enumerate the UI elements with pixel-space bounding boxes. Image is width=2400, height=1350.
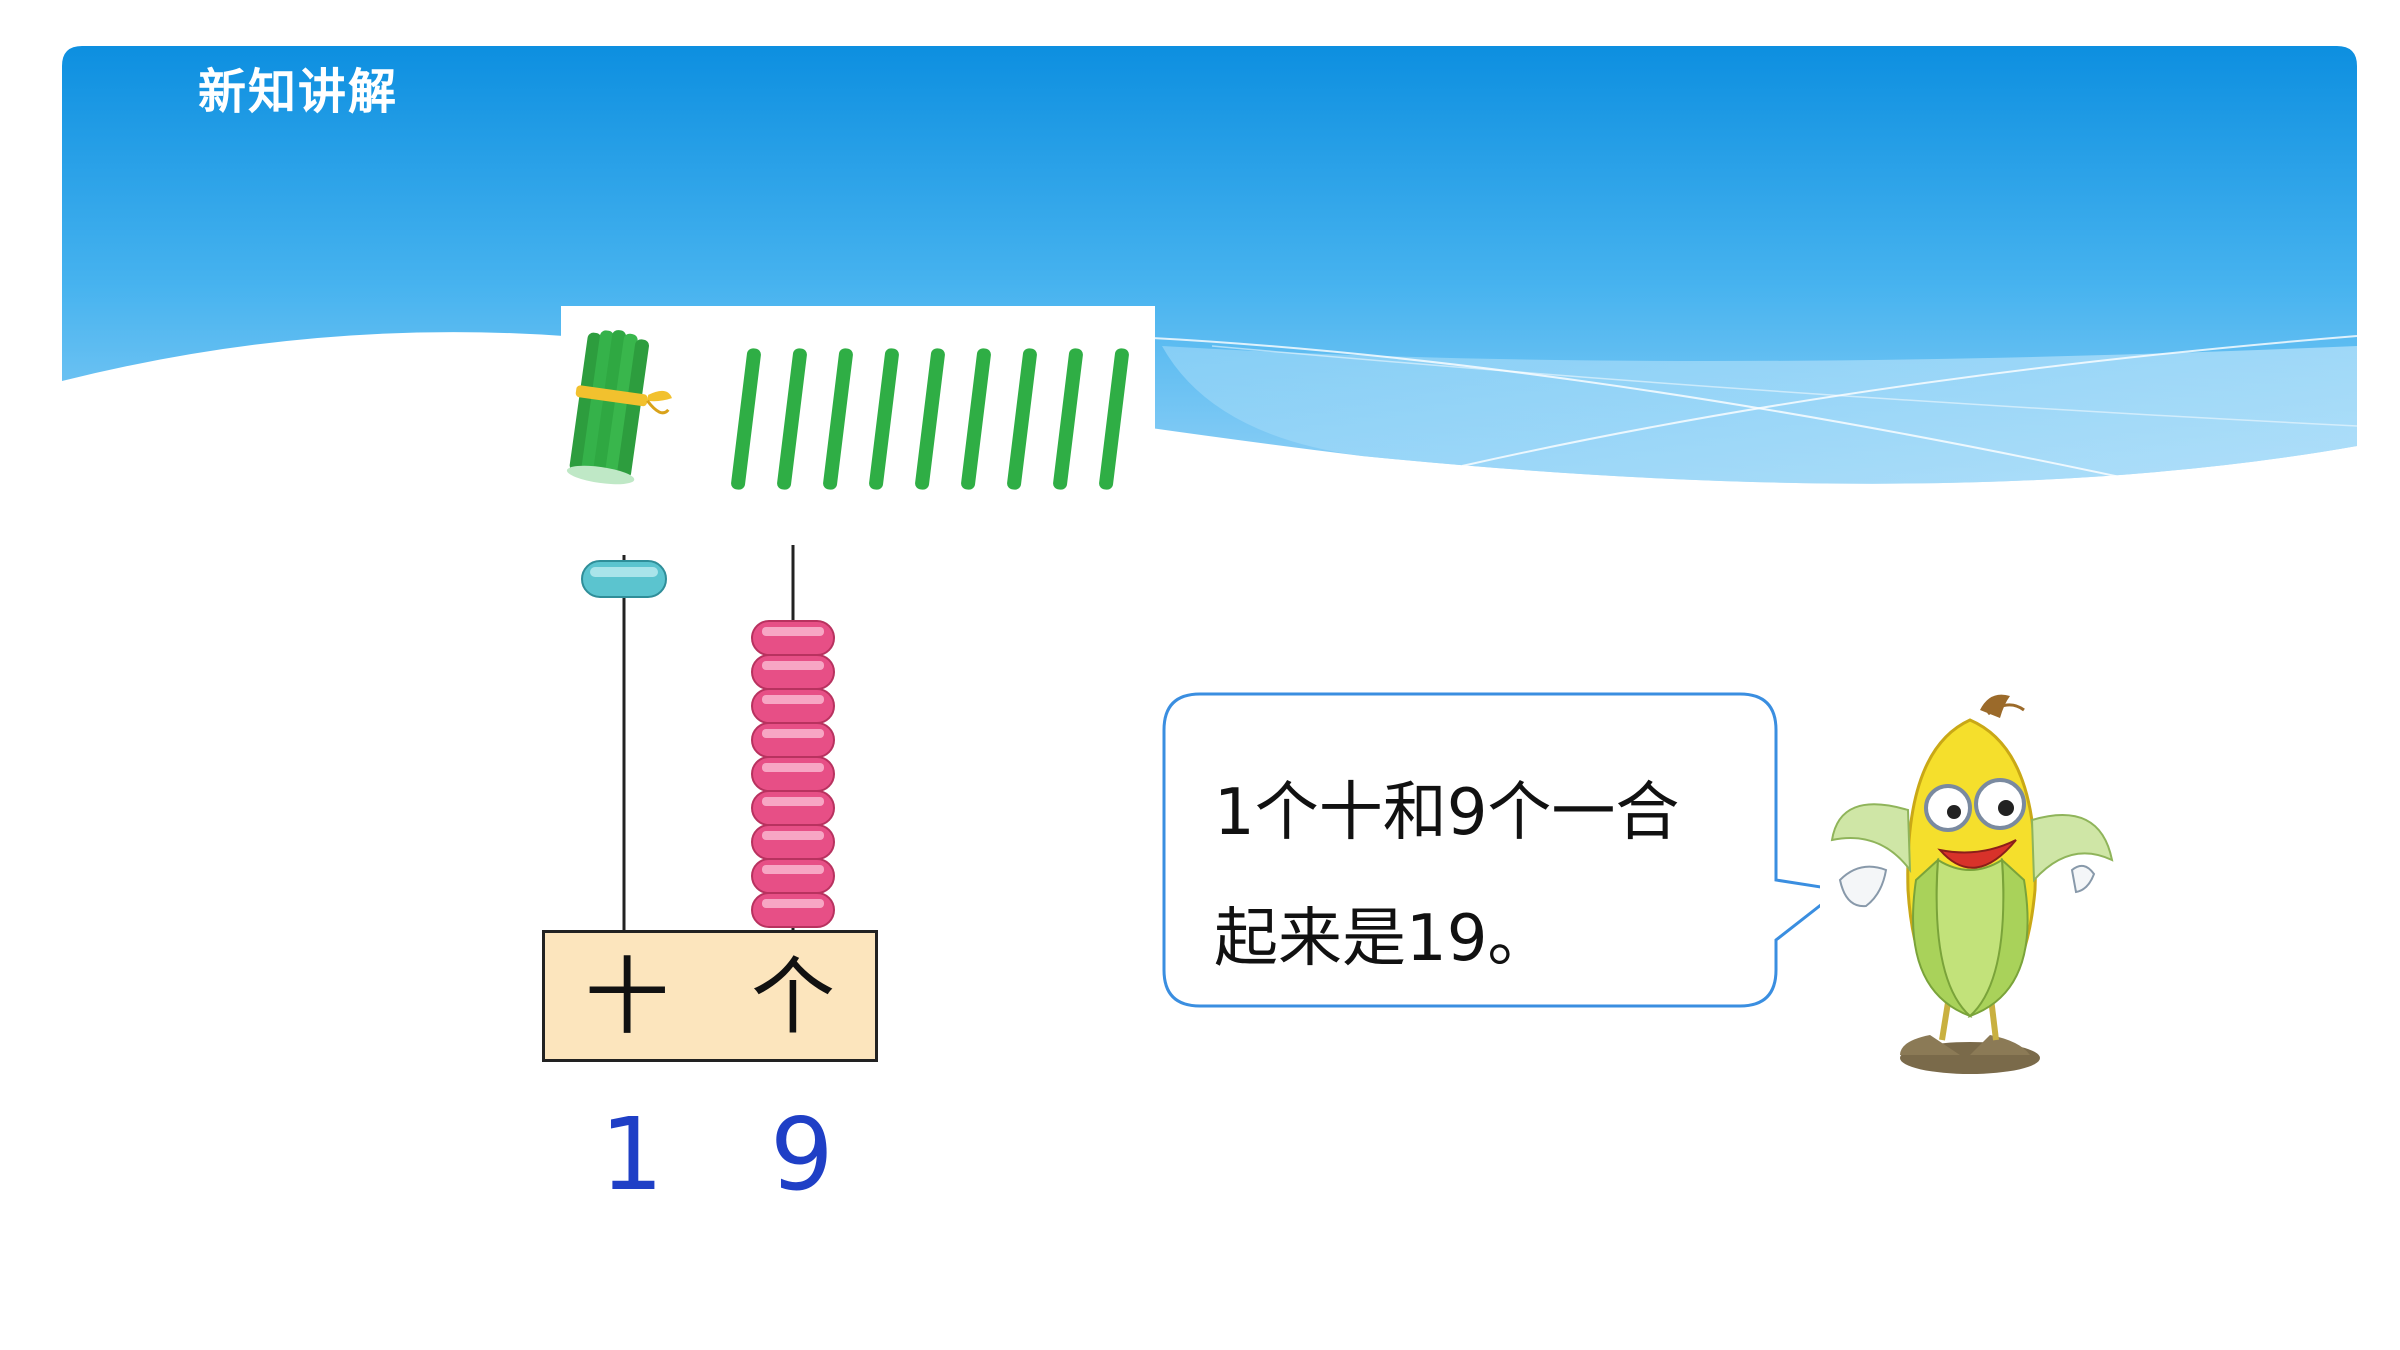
tens-place-label: 十 <box>585 948 670 1046</box>
abacus-bead-icon <box>751 722 835 758</box>
ones-beads <box>751 620 835 928</box>
stick-icon <box>869 348 899 490</box>
speech-line-2: 起来是19。 <box>1214 902 1552 976</box>
single-sticks <box>731 348 1129 490</box>
speech-text: 1个十和9个一合 起来是19。 <box>1214 750 1754 1002</box>
tens-digit: 1 <box>600 1096 664 1213</box>
abacus-bead-icon <box>751 654 835 690</box>
stick-icon <box>915 348 945 490</box>
header-banner <box>62 46 2357 487</box>
sticks-panel <box>561 306 1155 500</box>
ones-place-label: 个 <box>751 948 836 1046</box>
ones-digit: 9 <box>770 1096 834 1213</box>
stick-icon <box>731 348 761 490</box>
stick-icon <box>1007 348 1037 490</box>
corn-mascot-icon <box>1830 694 2114 1074</box>
speech-bubble <box>1162 692 1820 1008</box>
abacus-bead-icon <box>751 790 835 826</box>
speech-line-1: 1个十和9个一合 <box>1214 776 1680 850</box>
abacus <box>581 545 835 930</box>
abacus-bead-icon <box>751 756 835 792</box>
stick-icon <box>1053 348 1083 490</box>
stick-icon <box>1099 348 1129 490</box>
section-title: 新知讲解 <box>198 64 399 120</box>
abacus-bead-icon <box>751 858 835 894</box>
stick-icon <box>777 348 807 490</box>
abacus-bead-icon <box>581 560 667 598</box>
sticks-illustration <box>566 330 1129 490</box>
place-value-box: 十 个 <box>542 930 878 1062</box>
abacus-bead-icon <box>751 892 835 928</box>
abacus-bead-icon <box>751 688 835 724</box>
bundle-of-sticks-icon <box>566 330 672 485</box>
stick-icon <box>961 348 991 490</box>
abacus-bead-icon <box>751 620 835 656</box>
stick-icon <box>823 348 853 490</box>
abacus-bead-icon <box>751 824 835 860</box>
